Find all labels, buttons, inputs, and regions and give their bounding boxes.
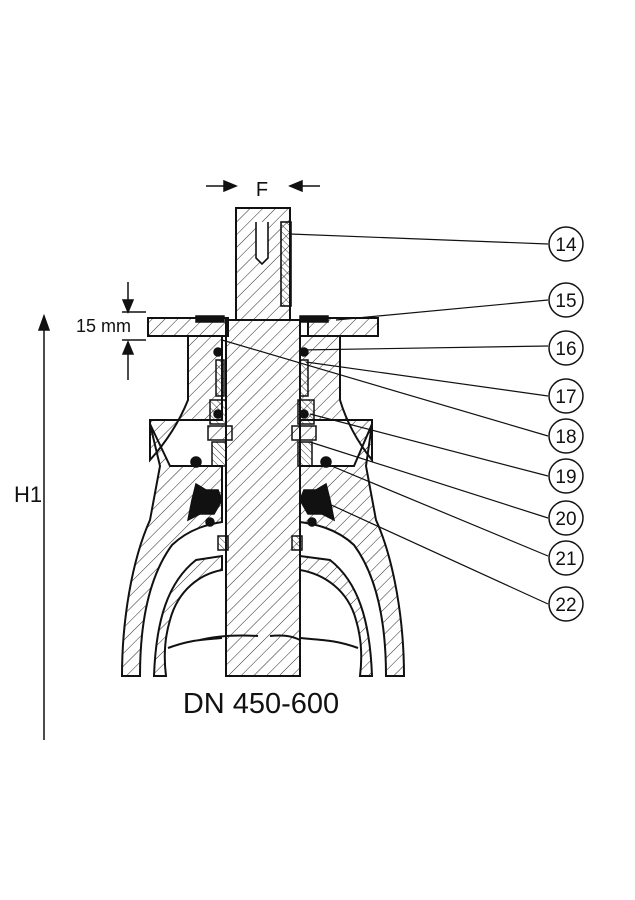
stem-key	[255, 221, 292, 307]
callout-circles	[548, 226, 584, 622]
dimension-15mm-label: 15 mm	[76, 316, 131, 336]
callout-leaders	[221, 233, 549, 605]
callout-19: 19	[555, 467, 576, 488]
callout-20: 20	[555, 509, 576, 530]
callout-21: 21	[555, 549, 576, 570]
dimension-15mm	[121, 282, 146, 380]
dimension-F-label: F	[256, 179, 268, 201]
callout-17: 17	[555, 387, 576, 408]
dimension-F	[206, 179, 320, 193]
callout-18: 18	[555, 427, 576, 448]
callout-numbers: 14 15 16 17 18 19 20 21 22	[555, 235, 577, 616]
callout-15: 15	[555, 291, 576, 312]
drawing-caption: DN 450-600	[182, 688, 340, 720]
callout-22: 22	[555, 595, 576, 616]
dimension-H1	[37, 313, 51, 740]
callout-14: 14	[555, 235, 577, 256]
callout-16: 16	[555, 339, 576, 360]
seal-components	[186, 315, 336, 551]
dimension-H1-label: H1	[14, 482, 42, 507]
